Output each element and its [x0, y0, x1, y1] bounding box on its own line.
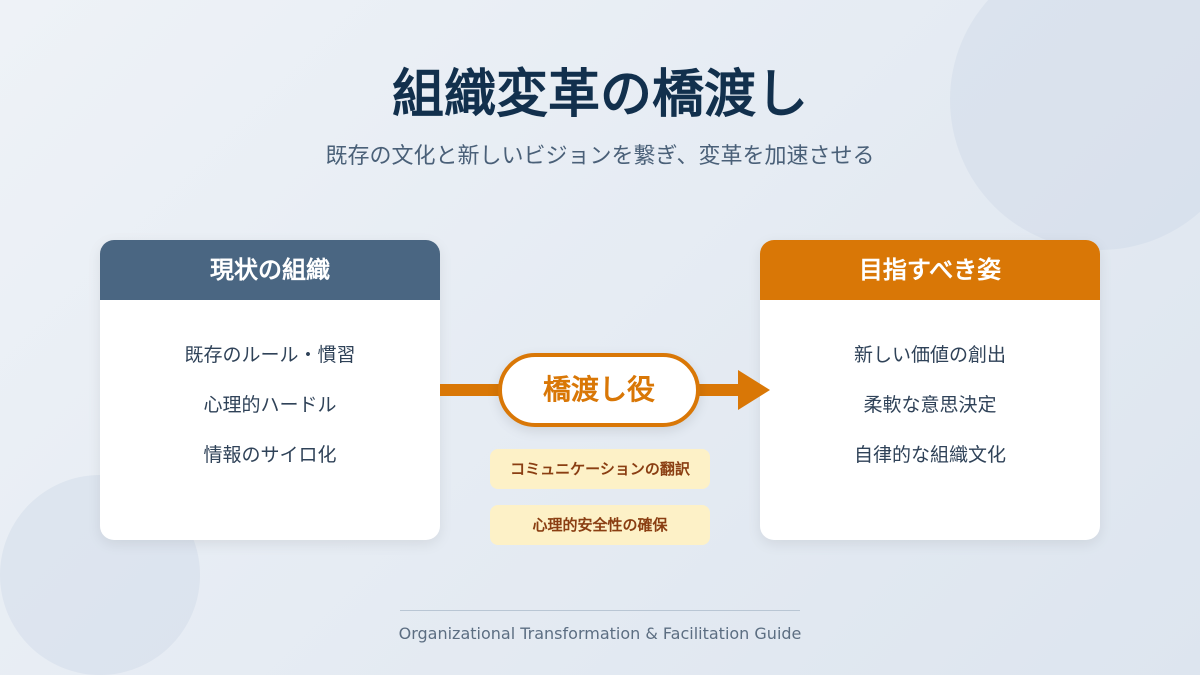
page-title: 組織変革の橋渡し — [391, 65, 808, 125]
card-header: 目指すべき姿 — [760, 240, 1100, 300]
role-tag: コミュニケーションの翻訳 — [490, 449, 710, 489]
bridge-role-badge: 橋渡し役 — [498, 353, 700, 427]
subtitle: 既存の文化と新しいビジョンを繋ぎ、変革を加速させる — [325, 144, 875, 169]
current-state-card: 現状の組織 既存のルール・慣習心理的ハードル情報のサイロ化 — [100, 240, 440, 540]
footer: Organizational Transformation & Facilita… — [398, 624, 802, 643]
list-item: 新しい価値の創出 — [853, 344, 1006, 366]
list-item: 自律的な組織文化 — [853, 444, 1006, 466]
list-item: 情報のサイロ化 — [203, 444, 337, 466]
list-item: 柔軟な意思決定 — [863, 394, 997, 416]
list-item: 既存のルール・慣習 — [184, 344, 356, 366]
divider — [400, 610, 800, 611]
role-tag: 心理的安全性の確保 — [490, 505, 710, 545]
target-state-card: 目指すべき姿 新しい価値の創出柔軟な意思決定自律的な組織文化 — [760, 240, 1100, 540]
card-header: 現状の組織 — [100, 240, 440, 300]
arrow-head-icon — [738, 370, 770, 410]
list-item: 心理的ハードル — [203, 394, 337, 416]
